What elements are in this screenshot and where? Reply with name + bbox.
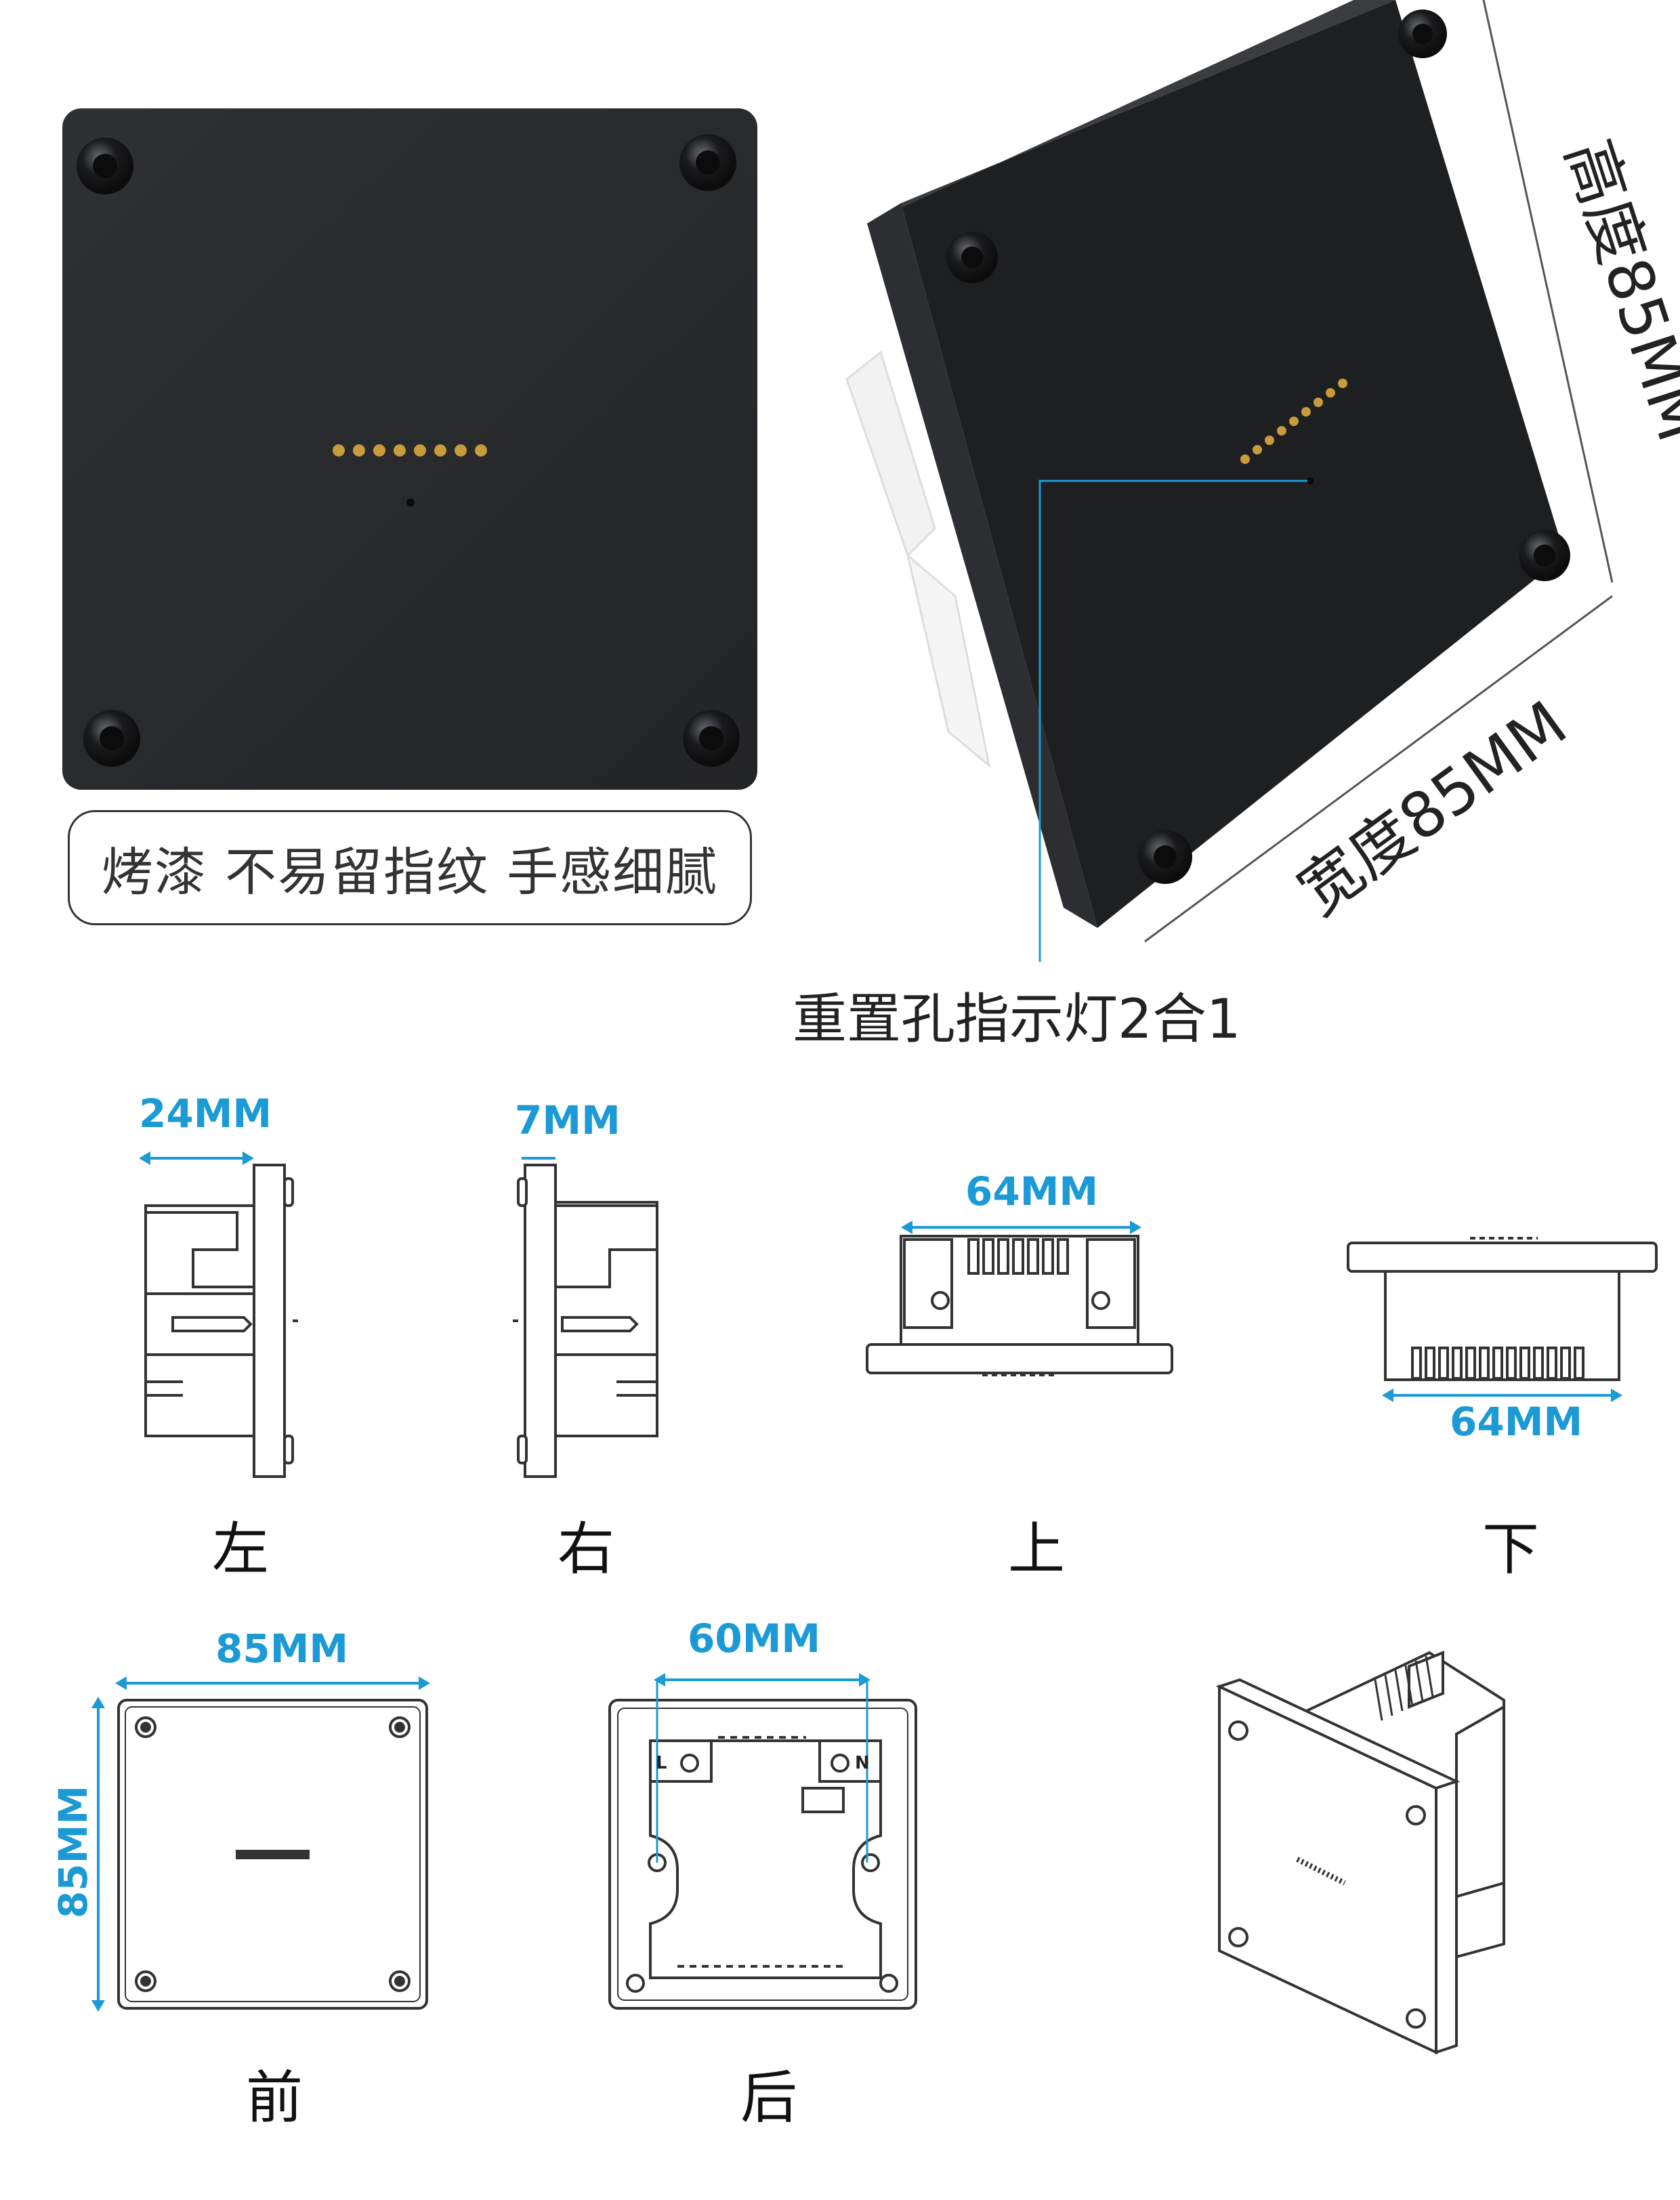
bottom-view-label: 下	[1482, 1516, 1539, 1582]
pogo-pin-connector	[1240, 379, 1347, 464]
front-view-label: 前	[245, 2065, 303, 2131]
height-dimension-line	[1482, 0, 1614, 583]
screw-icon	[1519, 530, 1570, 581]
top-width-dim: 64MM	[965, 1168, 1099, 1214]
pogo-pin-connector	[333, 444, 487, 457]
right-depth-dim: 7MM	[515, 1097, 621, 1143]
width-dimension-line	[1144, 595, 1613, 943]
pin-row	[1411, 1347, 1584, 1380]
screw-icon	[1138, 830, 1192, 884]
left-depth-dim: 24MM	[139, 1091, 272, 1137]
bottom-width-dim: 64MM	[1450, 1399, 1583, 1445]
reset-hole	[406, 499, 415, 507]
screw-icon	[679, 134, 736, 191]
bottom-view-drawing	[1347, 1237, 1658, 1381]
terminal-l-label: L	[656, 1753, 667, 1773]
front-height-dim: 85MM	[50, 1785, 97, 1919]
front-panel-photo	[62, 108, 757, 790]
screw-icon	[946, 232, 998, 283]
reset-callout-line	[1038, 480, 1307, 962]
front-face-drawing	[117, 1699, 428, 2010]
screw-icon	[83, 710, 140, 767]
back-face-drawing	[608, 1699, 917, 2010]
finish-caption: 烤漆 不易留指纹 手感细腻	[68, 810, 752, 925]
screw-icon	[77, 138, 133, 194]
pin-row	[967, 1238, 1069, 1275]
right-side-drawing	[513, 1164, 658, 1478]
right-view-label: 右	[557, 1516, 614, 1582]
top-view-drawing	[866, 1235, 1173, 1376]
isometric-drawing	[1215, 1651, 1505, 2055]
pin-row	[1374, 1655, 1434, 1721]
terminal-n-label: N	[855, 1753, 870, 1773]
back-spacing-dim: 60MM	[688, 1615, 821, 1662]
front-width-dim: 85MM	[215, 1626, 349, 1672]
reset-indicator-label: 重置孔指示灯2合1	[793, 988, 1241, 1051]
top-view-label: 上	[1007, 1516, 1065, 1582]
left-side-drawing	[144, 1164, 298, 1478]
screw-icon	[1398, 9, 1447, 58]
back-view-label: 后	[740, 2065, 797, 2131]
screw-icon	[683, 710, 740, 767]
left-view-label: 左	[211, 1516, 269, 1582]
reset-hole	[1307, 478, 1314, 484]
